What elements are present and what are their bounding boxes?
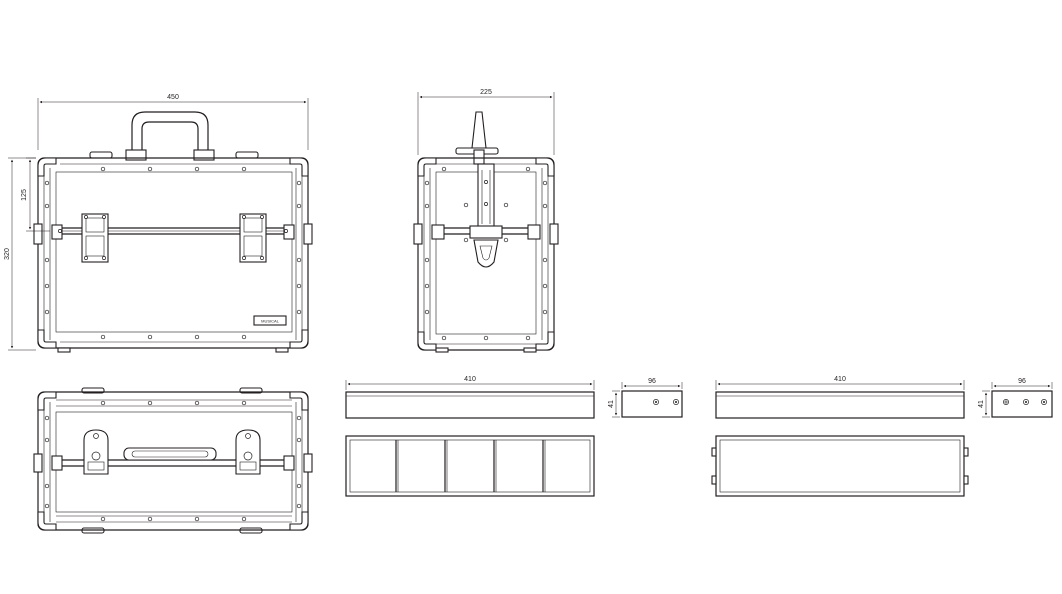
dim-96-label-1: 96: [648, 378, 656, 385]
corner-tl: [37, 157, 57, 177]
tray-1-plan: [345, 435, 595, 497]
dim-tray1-length: 410: [345, 376, 595, 390]
dim-96-label-2: 96: [1018, 378, 1026, 385]
case-panel: [55, 171, 293, 333]
tray-1-end: [621, 390, 683, 418]
tray-2: 410 96 41: [711, 376, 1053, 497]
latch-left: [81, 213, 109, 263]
top-latch-right: [235, 429, 261, 475]
tray-2-end: [991, 390, 1053, 418]
nameplate-text: MUSICAL: [261, 319, 280, 324]
side-body: [417, 157, 555, 351]
top-fitting-right: [235, 151, 259, 159]
dim-front-width: 450: [37, 94, 309, 150]
corner-tr: [289, 157, 309, 177]
top-fitting-left: [89, 151, 113, 159]
case-body: [37, 157, 309, 349]
dim-front-height: 320: [4, 157, 36, 351]
dim-tray1-end: 96 41: [608, 378, 683, 418]
dim-125-label: 125: [21, 189, 28, 201]
side-rivets: [424, 166, 548, 341]
top-view: [33, 387, 313, 534]
dim-41-label-2: 41: [978, 400, 985, 408]
tray-2-side: [715, 391, 965, 419]
top-body: [37, 391, 309, 531]
front-rivets: [44, 166, 302, 340]
top-rivets: [44, 400, 302, 522]
latch-right: [239, 213, 267, 263]
corner-bl: [37, 329, 57, 349]
dim-41-label-1: 41: [608, 400, 615, 408]
side-strap: [469, 163, 503, 268]
dim-225-label: 225: [480, 89, 492, 96]
front-view: MUSICAL 450 320: [4, 94, 313, 353]
tray-2-plan: [711, 435, 969, 497]
dim-tray2-end: 96 41: [978, 378, 1053, 418]
dim-320-label: 320: [4, 248, 11, 260]
tray-1: 410 96 41: [345, 376, 683, 497]
corner-br: [289, 329, 309, 349]
side-hinge-left: [33, 223, 43, 245]
dim-lid-height: 125: [21, 157, 50, 232]
dim-tray2-length: 410: [715, 376, 965, 390]
top-latch-left: [83, 429, 109, 475]
side-handle: [455, 111, 499, 165]
dim-side-width: 225: [417, 89, 555, 155]
handle: [125, 111, 215, 161]
side-view: 225: [413, 89, 559, 353]
dim-450-label: 450: [167, 94, 179, 101]
tray-1-side: [345, 391, 595, 419]
side-hinge-right: [303, 223, 313, 245]
dim-410-label-2: 410: [834, 376, 846, 383]
nameplate: MUSICAL: [253, 315, 287, 326]
top-handle: [123, 447, 217, 461]
dim-410-label-1: 410: [464, 376, 476, 383]
